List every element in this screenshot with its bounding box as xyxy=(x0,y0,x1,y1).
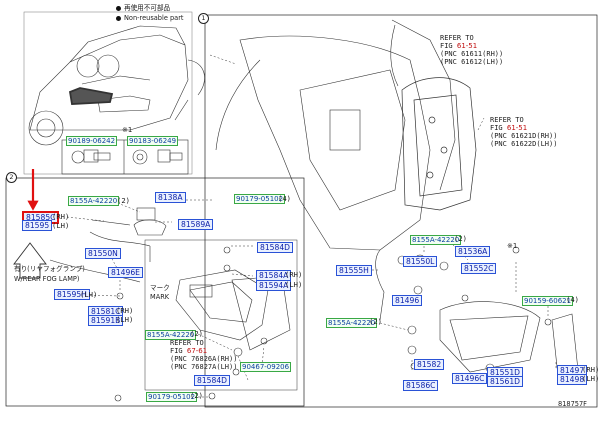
part-81496c[interactable]: 81496C xyxy=(452,373,488,384)
ref-quarter-lamp: REFER TO FIG 61-51 (PNC 61611(RH)) (PNC … xyxy=(440,34,504,66)
part-81591b[interactable]: 81591B xyxy=(88,315,124,326)
star-marker-icon: ※1 xyxy=(507,242,518,250)
part-81582[interactable]: 81582 xyxy=(414,359,445,370)
part-81595h[interactable]: 81595H xyxy=(54,289,90,300)
qty: (2) xyxy=(369,317,382,326)
side-rh: (RH) xyxy=(52,212,70,221)
side-lh: (LH) xyxy=(582,374,600,383)
fig-link[interactable]: 61-51 xyxy=(456,42,478,50)
side-lh: (LH) xyxy=(285,280,303,289)
side-rh: (RH) xyxy=(582,365,600,374)
part-81586c[interactable]: 81586C xyxy=(403,380,439,391)
mark-label-en: MARK xyxy=(150,293,170,301)
part-81552c[interactable]: 81552C xyxy=(461,263,497,274)
ref-fig-67: REFER TO FIG 67-61 (PNC 76826A(RH)) (PNC… xyxy=(170,339,238,371)
part-81536a[interactable]: 81536A xyxy=(455,246,491,257)
license-lamp-assembly xyxy=(49,207,298,400)
star-note: ※1 xyxy=(122,126,133,134)
part-81496[interactable]: 81496 xyxy=(392,295,423,306)
figure-id: 818757F xyxy=(558,400,587,408)
side-rh: (RH) xyxy=(116,306,134,315)
part-81498[interactable]: 81498 xyxy=(557,374,588,385)
legend-label-jp: 再使用不可部品 xyxy=(124,4,171,12)
qty: (2) xyxy=(190,391,203,400)
qty: (4) xyxy=(278,194,291,203)
part-8155a-42220-mid[interactable]: 8155A-42220 xyxy=(145,330,197,340)
bulb-sockets xyxy=(61,139,189,175)
side-lh: (LH) xyxy=(80,290,98,299)
fig-link[interactable]: 61-51 xyxy=(506,124,528,132)
vehicle-rear-view xyxy=(28,25,205,146)
callout-2: 2 xyxy=(6,172,17,183)
qty: (4) xyxy=(566,295,579,304)
part-81555h[interactable]: 81555H xyxy=(336,265,372,276)
part-81594a[interactable]: 81594A xyxy=(256,280,292,291)
part-81550n[interactable]: 81550N xyxy=(85,248,121,259)
quarter-lamp-outline xyxy=(401,77,477,211)
qty: (2) xyxy=(190,329,203,338)
part-90189-06242[interactable]: 90189-06242 xyxy=(66,136,118,146)
legend-label-en: Non-reusable part xyxy=(124,14,184,22)
part-81561d[interactable]: 81561D xyxy=(487,376,524,387)
frame-callout-2 xyxy=(5,177,305,407)
fog-label-en: W/REAR FOG LAMP) xyxy=(14,275,80,283)
part-90159-60621[interactable]: 90159-60621 xyxy=(522,296,574,306)
fig-link[interactable]: 67-61 xyxy=(186,347,208,355)
quarter-panel xyxy=(215,19,456,251)
side-lh: (LH) xyxy=(116,315,134,324)
qty: (2) xyxy=(454,234,467,243)
part-90467-09206[interactable]: 90467-09206 xyxy=(240,362,292,372)
part-81496e[interactable]: 81496E xyxy=(108,267,143,278)
side-lh: (LH) xyxy=(52,221,70,230)
side-rh: (RH) xyxy=(285,270,303,279)
part-90183-06249[interactable]: 90183-06249 xyxy=(127,136,179,146)
legend-bullet-icon xyxy=(116,6,121,11)
qty: (2) xyxy=(117,196,130,205)
part-90179-05102-top[interactable]: 90179-05102 xyxy=(234,194,286,204)
part-8138a[interactable]: 8138A xyxy=(155,192,186,203)
mark-label-jp: マーク xyxy=(150,284,170,292)
fog-label-jp: 有り(リヤフォグランプ) xyxy=(14,265,85,273)
legend-bullet-icon xyxy=(116,16,121,21)
up-arrow-icon xyxy=(13,242,47,279)
part-81584d[interactable]: 81584D xyxy=(257,242,294,253)
part-8155a-42220-top[interactable]: 8155A-42220 xyxy=(68,196,120,206)
part-90179-05102-bottom[interactable]: 90179-05102 xyxy=(146,392,198,402)
frame-main xyxy=(204,14,598,408)
red-arrow-indicator xyxy=(27,169,39,211)
part-81584d-lower[interactable]: 81584D xyxy=(194,375,231,386)
part-8155a-42220-right[interactable]: 8155A-42220 xyxy=(410,235,462,245)
callout-1: 1 xyxy=(198,13,209,24)
part-81550l[interactable]: 81550L xyxy=(403,256,438,267)
leader-lines xyxy=(66,54,557,398)
ref-quarter-panel: REFER TO FIG 61-51 (PNC 61621D(RH)) (PNC… xyxy=(490,116,558,148)
part-81595[interactable]: 81595 xyxy=(22,220,53,231)
part-8155a-42220-low[interactable]: 8155A-42220 xyxy=(326,318,378,328)
part-81589a[interactable]: 81589A xyxy=(178,219,214,230)
